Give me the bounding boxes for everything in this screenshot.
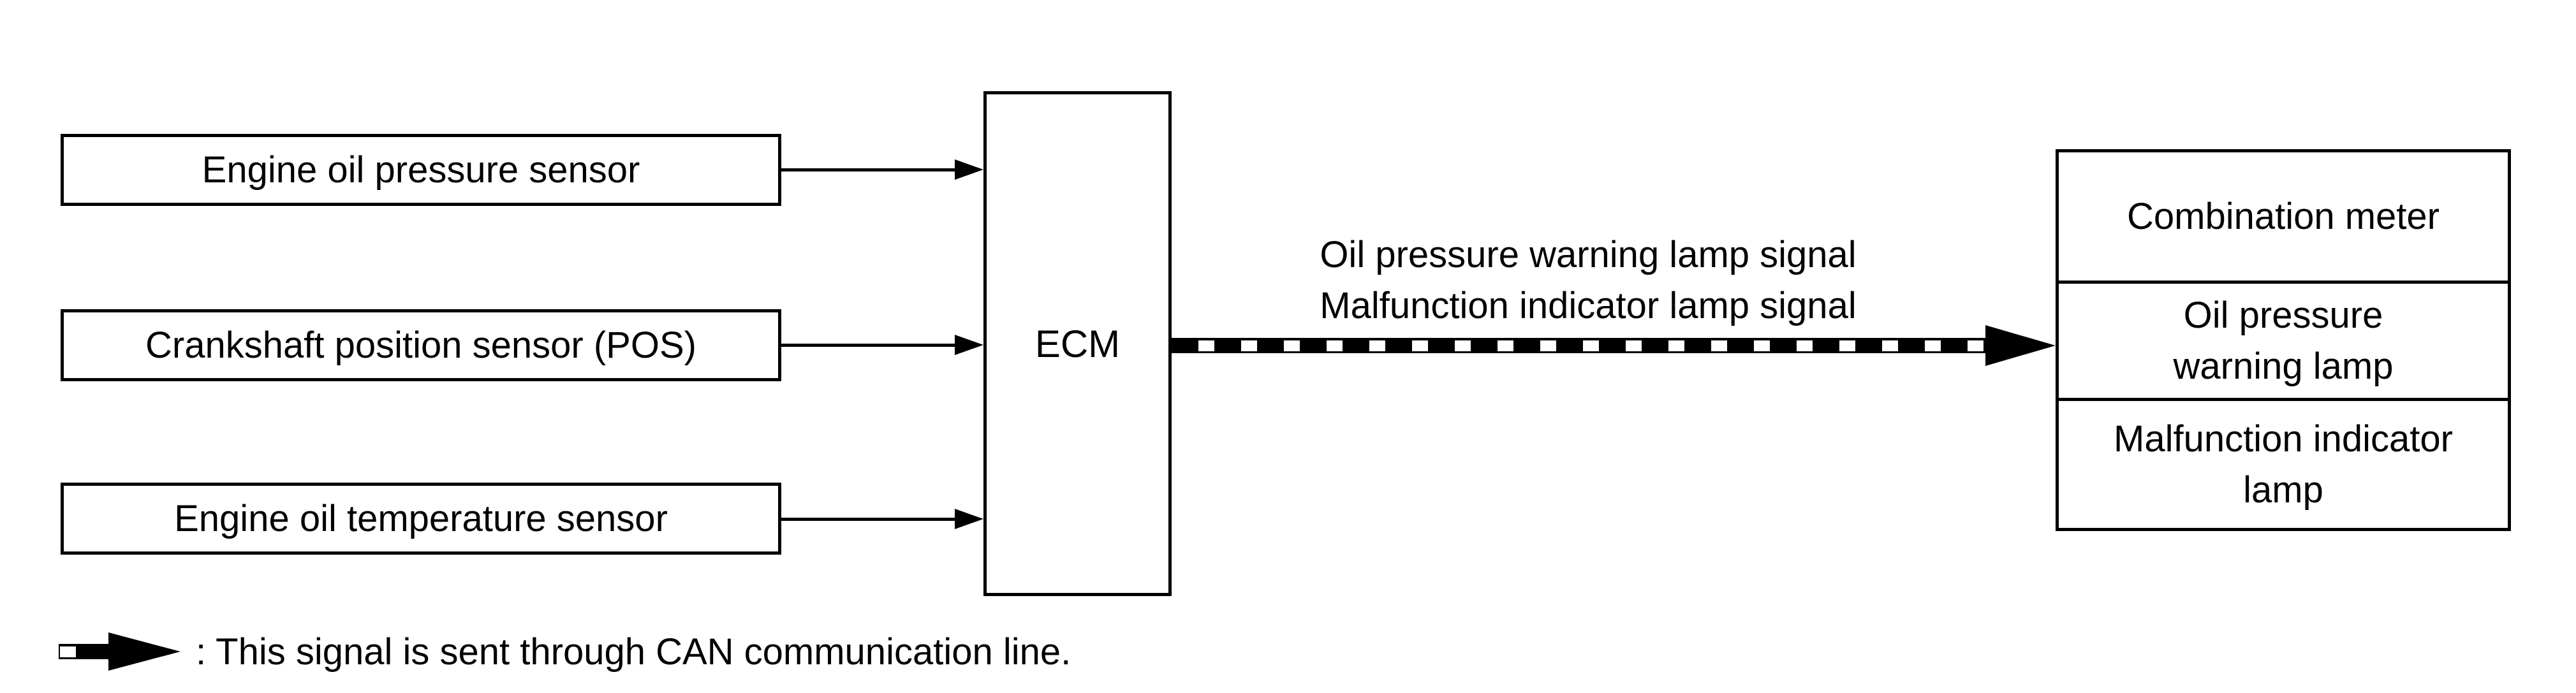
legend-dashed-band <box>59 644 108 659</box>
meter-cell-label-line: Malfunction indicator <box>2114 418 2453 460</box>
input-box-label: Engine oil temperature sensor <box>174 498 668 539</box>
signal-label-oil-pressure: Oil pressure warning lamp signal <box>1320 234 1857 275</box>
input-box-label: Crankshaft position sensor (POS) <box>145 325 696 366</box>
input-box-label: Engine oil pressure sensor <box>202 149 640 191</box>
arrow-oil-temperature-sensor-to-ecm <box>781 509 983 529</box>
arrow-oil-pressure-sensor-to-ecm <box>781 159 983 180</box>
legend: : This signal is sent through CAN commun… <box>59 631 1071 673</box>
combination-meter-box: Combination meter Oil pressure warning l… <box>2056 149 2511 531</box>
input-box-engine-oil-pressure-sensor: Engine oil pressure sensor <box>61 134 781 206</box>
ecm-box: ECM <box>983 91 1172 596</box>
arrow-right-icon <box>955 509 983 529</box>
arrow-crankshaft-sensor-to-ecm <box>781 335 983 355</box>
meter-cell-label-line: Oil pressure <box>2183 294 2383 336</box>
arrow-right-icon <box>955 159 983 180</box>
arrow-right-icon <box>955 335 983 355</box>
input-box-crankshaft-position-sensor: Crankshaft position sensor (POS) <box>61 309 781 381</box>
meter-cell-malfunction-indicator-lamp: Malfunction indicator lamp <box>2059 401 2508 528</box>
input-box-engine-oil-temperature-sensor: Engine oil temperature sensor <box>61 483 781 555</box>
can-dashed-arrow <box>1172 325 2056 366</box>
arrow-line <box>781 168 955 171</box>
can-signal-labels: Oil pressure warning lamp signal Malfunc… <box>1199 230 1977 332</box>
can-dashed-band <box>1172 338 1985 353</box>
arrow-right-icon <box>108 632 180 671</box>
ecm-label: ECM <box>1034 322 1121 365</box>
meter-cell-label-line: lamp <box>2243 469 2323 511</box>
legend-label: : This signal is sent through CAN commun… <box>196 631 1071 673</box>
signal-label-malfunction: Malfunction indicator lamp signal <box>1320 285 1857 326</box>
meter-cell-oil-pressure-warning-lamp: Oil pressure warning lamp <box>2059 284 2508 401</box>
arrow-line <box>781 343 955 347</box>
arrow-line <box>781 517 955 521</box>
arrow-right-icon <box>1985 325 2056 366</box>
can-dashed-arrow-icon <box>59 632 180 671</box>
meter-cell-combination-meter: Combination meter <box>2059 152 2508 284</box>
meter-cell-label-line: warning lamp <box>2173 345 2394 387</box>
meter-cell-label: Combination meter <box>2127 195 2440 237</box>
